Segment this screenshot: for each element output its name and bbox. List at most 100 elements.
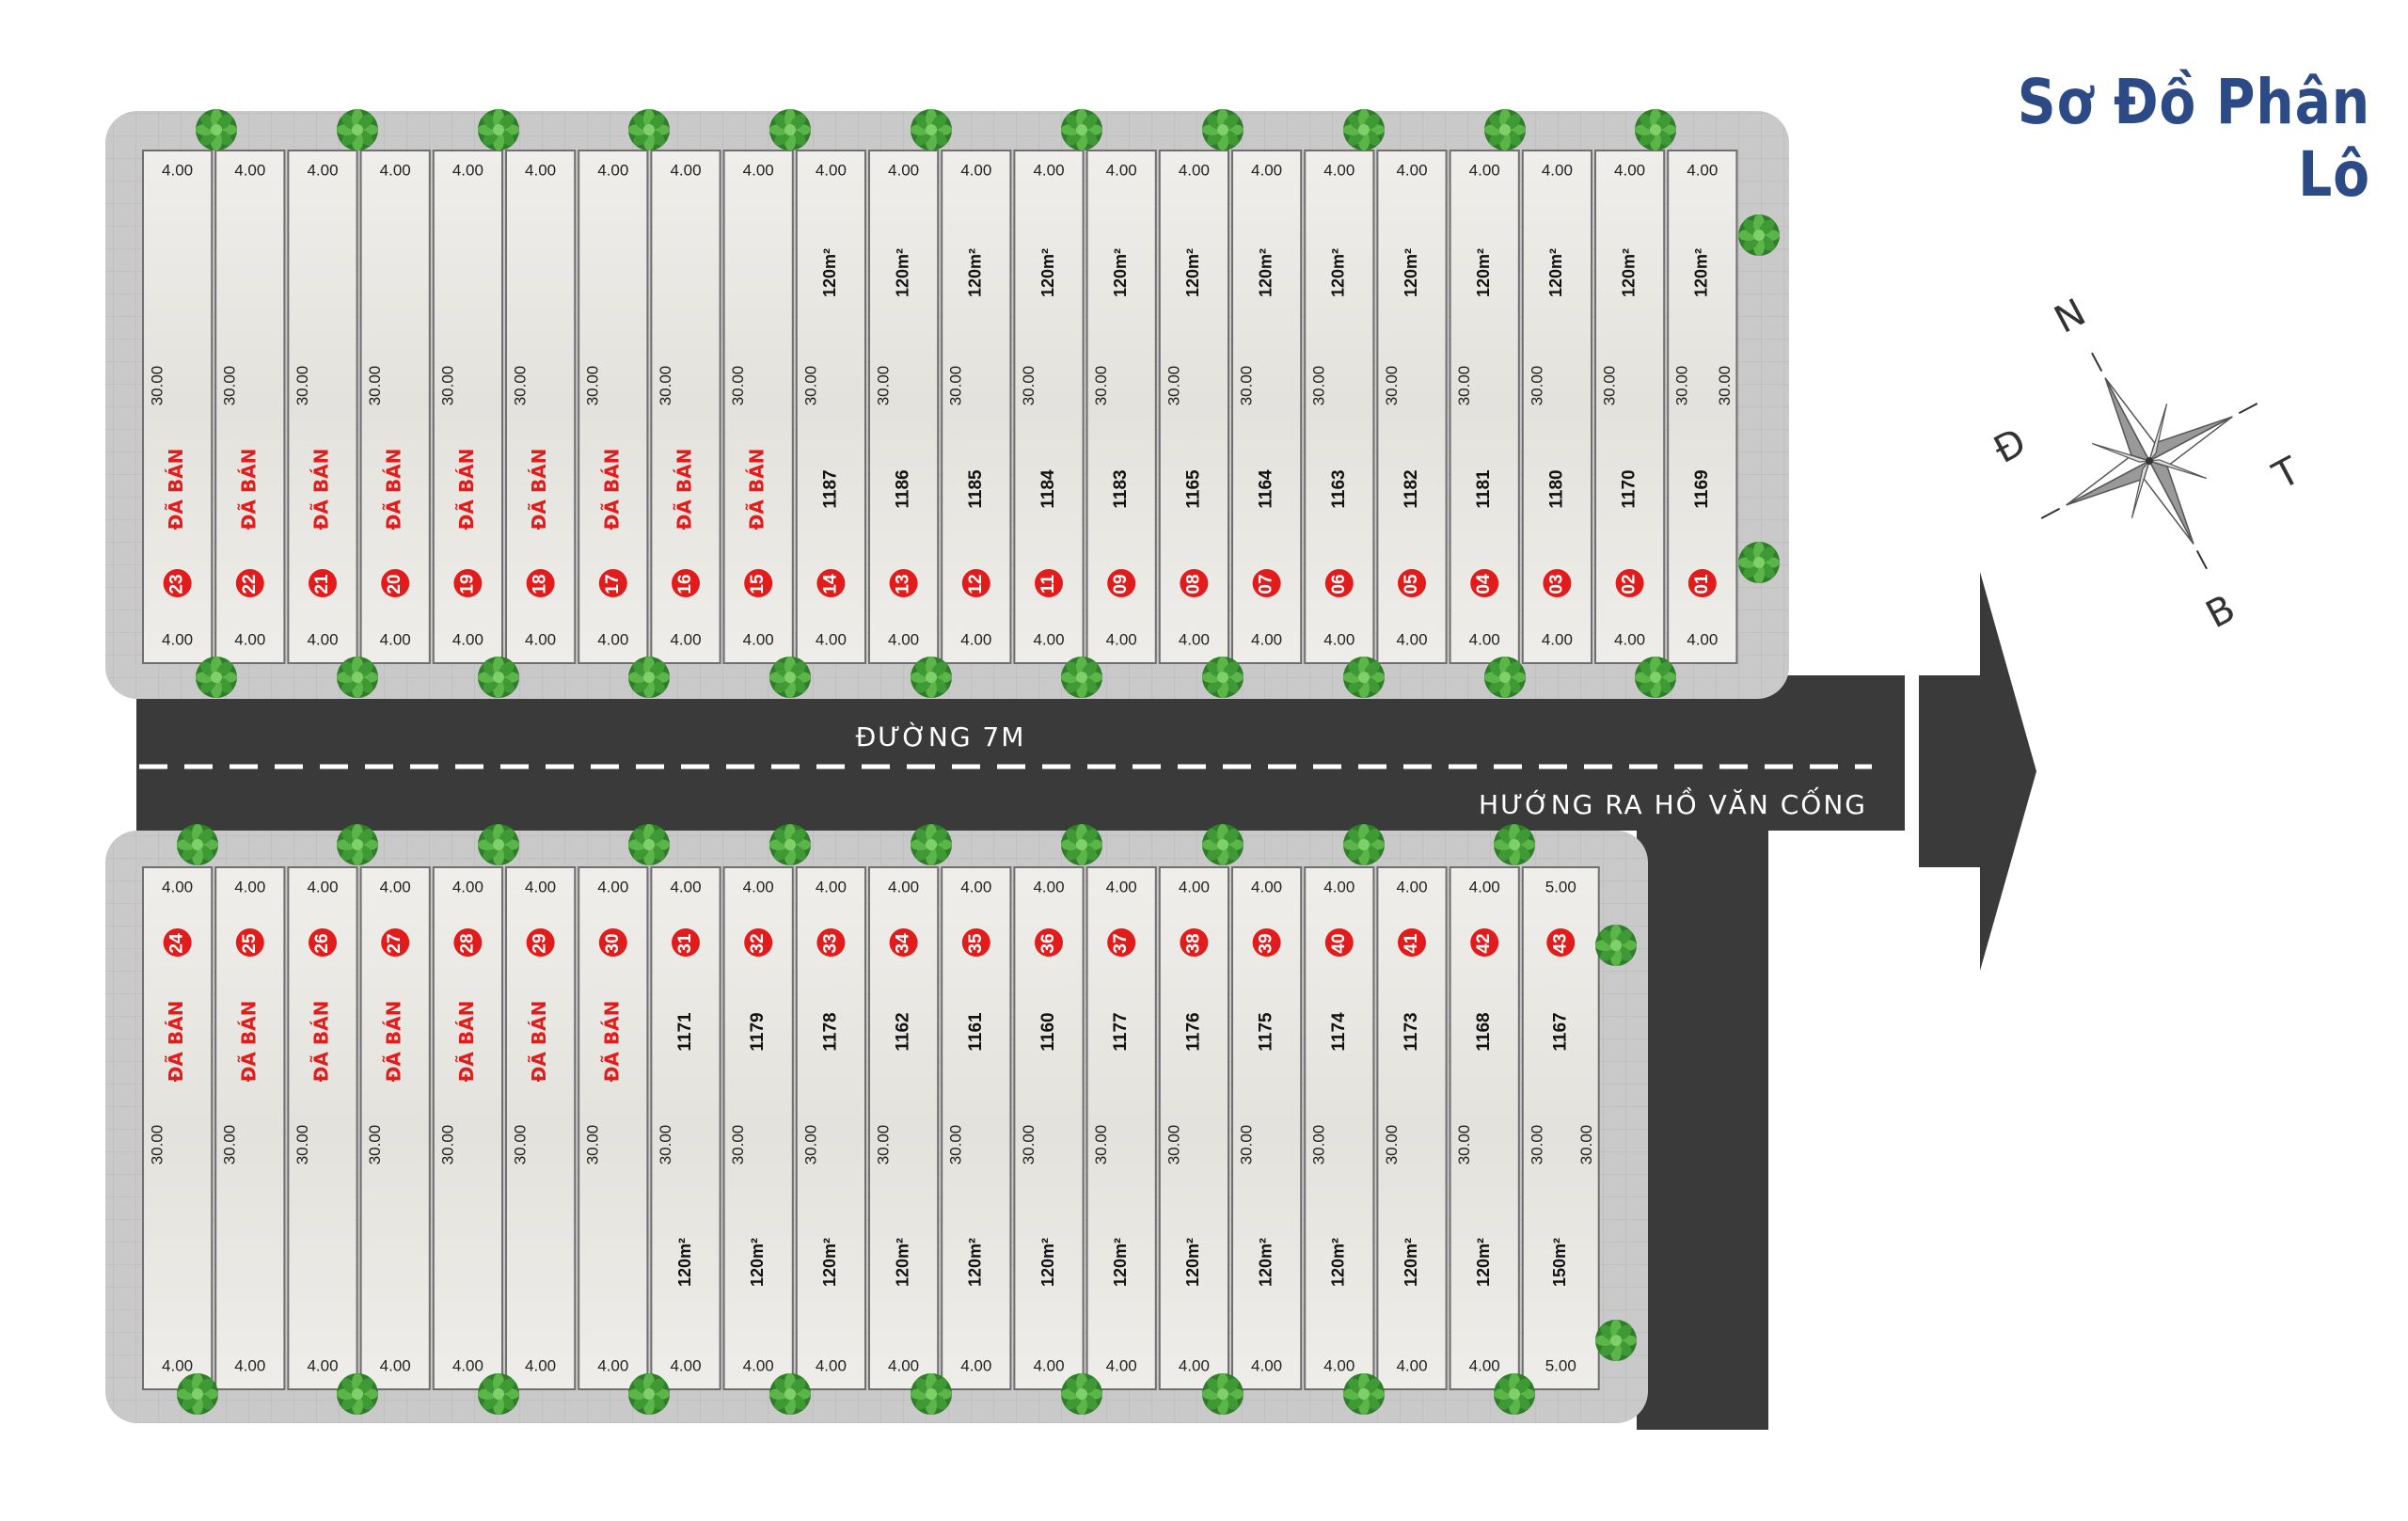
lot-number-badge bbox=[1035, 928, 1063, 957]
lot-number-badge bbox=[1107, 569, 1136, 597]
tree-icon bbox=[1202, 1373, 1244, 1415]
lot-depth: 30.00 bbox=[1600, 366, 1618, 406]
lot-area: 120m² bbox=[1111, 248, 1130, 297]
lot-sold-label: ĐÃ BÁN bbox=[383, 1001, 405, 1083]
lot-back-width: 4.00 bbox=[1179, 630, 1210, 648]
lot-front-width: 4.00 bbox=[1542, 161, 1573, 179]
lot-code: 1165 bbox=[1183, 469, 1203, 509]
lot-back-width: 4.00 bbox=[816, 1356, 847, 1374]
lot-number: 23 bbox=[167, 574, 187, 594]
compass-east-label: Đ bbox=[1987, 420, 2033, 472]
compass-rose: N B Đ T bbox=[1987, 291, 2307, 637]
lot-number: 22 bbox=[240, 574, 260, 594]
lot-number-badge bbox=[1398, 569, 1426, 597]
lot-back-width: 4.00 bbox=[525, 1356, 556, 1374]
lot-number: 13 bbox=[894, 574, 913, 594]
lot-back-width: 4.00 bbox=[743, 1356, 774, 1374]
road-direction: HƯỚNG RA HỒ VĂN CỐNG bbox=[1479, 785, 1867, 820]
lot-number-badge bbox=[1180, 569, 1209, 597]
lot-number: 37 bbox=[1111, 933, 1131, 953]
lot-depth: 30.00 bbox=[657, 1125, 674, 1165]
lot-depth: 30.00 bbox=[511, 1125, 529, 1165]
lot-number: 40 bbox=[1329, 933, 1349, 953]
lot-back-width: 4.00 bbox=[888, 630, 919, 648]
lot-number-badge bbox=[1107, 928, 1136, 957]
direction-arrow bbox=[1919, 572, 2036, 971]
lot-sold-label: ĐÃ BÁN bbox=[528, 1001, 550, 1083]
tree-icon bbox=[628, 657, 670, 698]
tree-icon bbox=[1061, 1373, 1102, 1415]
lot-number: 32 bbox=[748, 933, 768, 953]
lot-front-width: 4.00 bbox=[1033, 161, 1064, 179]
lot-number-badge bbox=[816, 928, 846, 957]
tree-icon bbox=[911, 1373, 952, 1415]
lot-number-badge bbox=[309, 569, 337, 597]
tree-icon bbox=[1738, 214, 1780, 256]
lot-depth: 30.00 bbox=[511, 366, 529, 406]
lot-back-width: 5.00 bbox=[1545, 1356, 1576, 1374]
lot-front-width: 4.00 bbox=[1614, 161, 1645, 179]
lot-front-width: 4.00 bbox=[888, 161, 919, 179]
lot-front-width: 4.00 bbox=[525, 878, 556, 895]
lot-area: 120m² bbox=[748, 1238, 767, 1287]
tree-icon bbox=[1061, 824, 1102, 865]
lot-back-width: 4.00 bbox=[1251, 1356, 1282, 1374]
lot-number: 16 bbox=[675, 574, 695, 594]
lot-sold-label: ĐÃ BÁN bbox=[673, 449, 696, 531]
lot-front-width: 4.00 bbox=[1033, 878, 1064, 895]
lot-number-badge bbox=[1470, 569, 1499, 597]
lot-depth: 30.00 bbox=[1237, 366, 1255, 406]
tree-icon bbox=[1635, 657, 1676, 698]
lot-front-width: 4.00 bbox=[525, 161, 556, 179]
lot-sold-label: ĐÃ BÁN bbox=[455, 1001, 478, 1083]
lot-area: 120m² bbox=[1402, 1238, 1420, 1287]
lot-back-width: 4.00 bbox=[816, 630, 847, 648]
lot-back-width: 4.00 bbox=[597, 630, 628, 648]
lot-code: 1182 bbox=[1402, 469, 1421, 508]
lot-number-badge bbox=[744, 569, 773, 597]
